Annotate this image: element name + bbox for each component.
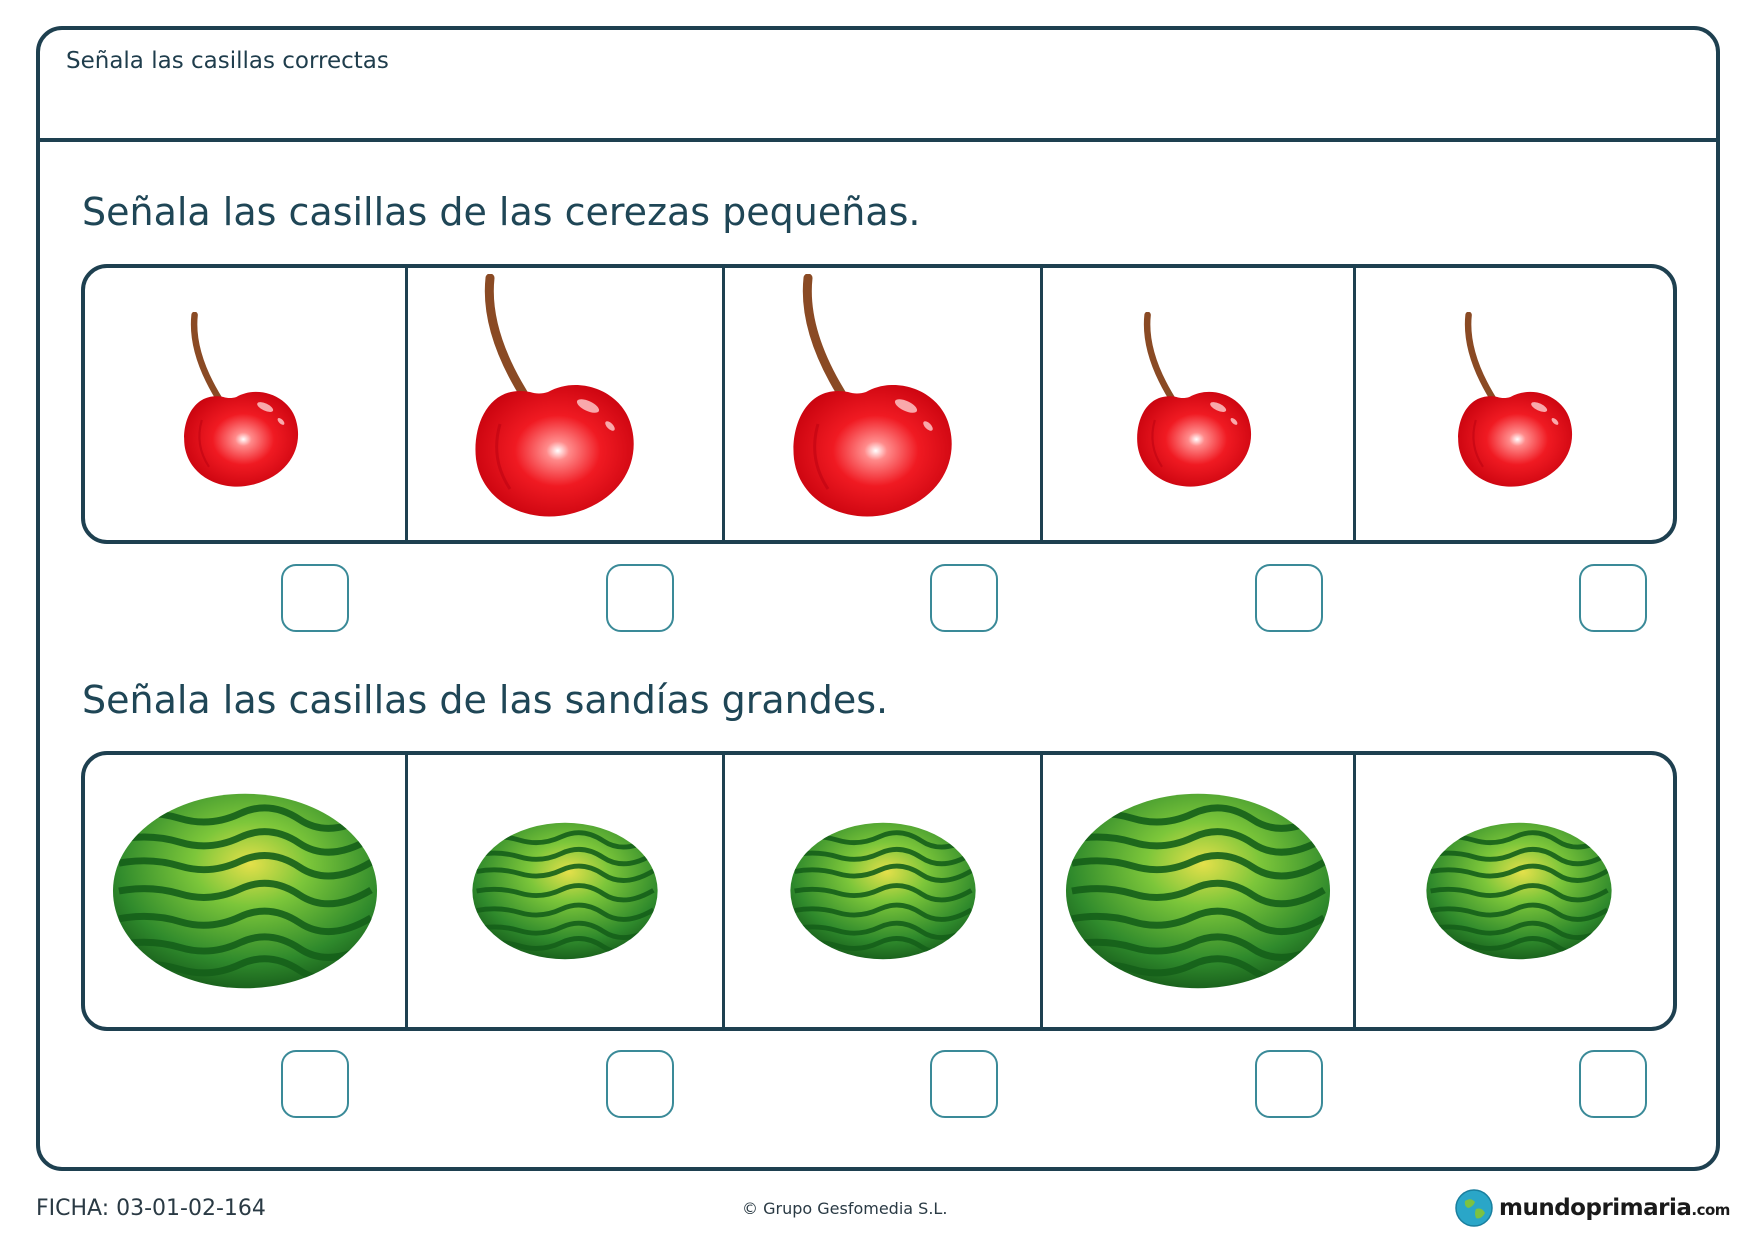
worksheet-title: Señala las casillas correctas [66, 48, 389, 74]
cherry-icon [1137, 312, 1252, 487]
watermelon-cell [1356, 755, 1673, 1027]
watermelon-cell [408, 755, 722, 1027]
cherry-icon [475, 274, 634, 517]
question-watermelons-prompt: Señala las casillas de las sandías grand… [82, 678, 889, 722]
worksheet-header: Señala las casillas correctas [40, 30, 1716, 142]
watermelon-cell [1043, 755, 1353, 1027]
worksheet-code: FICHA: 03-01-02-164 [36, 1196, 266, 1221]
cherry-answer-checkbox[interactable] [1579, 564, 1647, 632]
cherry-answer-checkbox[interactable] [281, 564, 349, 632]
cherry-answer-checkbox[interactable] [1255, 564, 1323, 632]
watermelon-cell [85, 755, 405, 1027]
watermelon-icon [789, 822, 976, 960]
cherry-cell [1043, 268, 1353, 540]
watermelon-icon [472, 822, 658, 960]
cell-divider [405, 755, 408, 1027]
cell-divider [1353, 268, 1356, 540]
cherry-cell [725, 268, 1040, 540]
cell-divider [405, 268, 408, 540]
watermelon-answer-checkbox[interactable] [930, 1050, 998, 1118]
watermelon-icon [112, 793, 378, 989]
question-cherries-prompt: Señala las casillas de las cerezas peque… [82, 190, 921, 234]
watermelons-image-strip [81, 751, 1677, 1031]
cherry-icon [792, 274, 952, 517]
cell-divider [1353, 755, 1356, 1027]
watermelon-answer-checkbox[interactable] [1579, 1050, 1647, 1118]
cherry-answer-checkbox[interactable] [606, 564, 674, 632]
cherry-icon [1457, 312, 1572, 487]
watermelon-answer-checkbox[interactable] [281, 1050, 349, 1118]
mundoprimaria-logo[interactable]: mundoprimaria.com [1455, 1188, 1730, 1228]
cell-divider [1040, 755, 1043, 1027]
cherries-image-strip [81, 264, 1677, 544]
copyright-notice: © Grupo Gesfomedia S.L. [742, 1199, 948, 1218]
watermelon-icon [1065, 793, 1331, 989]
watermelon-answer-checkbox[interactable] [606, 1050, 674, 1118]
watermelon-icon [1425, 822, 1612, 960]
cherry-answer-checkbox[interactable] [930, 564, 998, 632]
cell-divider [722, 268, 725, 540]
cell-divider [1040, 268, 1043, 540]
cherry-cell [1356, 268, 1673, 540]
globe-icon [1455, 1189, 1493, 1227]
logo-text: mundoprimaria.com [1499, 1195, 1730, 1221]
watermelon-cell [725, 755, 1040, 1027]
cherry-icon [184, 312, 299, 487]
cherry-cell [85, 268, 405, 540]
cherry-cell [408, 268, 722, 540]
worksheet-frame: Señala las casillas correctas [36, 26, 1720, 1171]
watermelon-answer-checkbox[interactable] [1255, 1050, 1323, 1118]
cell-divider [722, 755, 725, 1027]
